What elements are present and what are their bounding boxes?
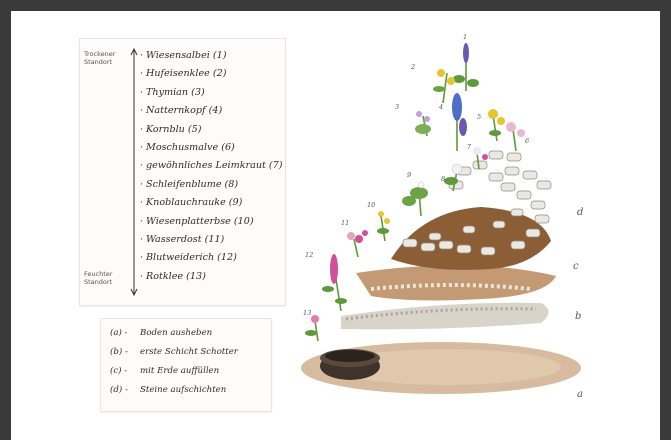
meadow-pea-icon — [377, 211, 390, 234]
illustration-frame: Trockener Standort ·Wiesensalbei (1) ·Hu… — [11, 11, 660, 440]
plant-number: 12 — [305, 251, 313, 259]
cornflower-icon — [488, 109, 505, 136]
plant-number: 6 — [525, 137, 529, 145]
vipers-bugloss-icon — [452, 93, 467, 136]
plant-number: 9 — [407, 171, 411, 179]
horseshoe-vetch-icon — [433, 69, 455, 92]
hemp-agrimony-icon — [347, 230, 368, 243]
thyme-icon — [415, 111, 431, 134]
plant-number: 7 — [467, 143, 472, 151]
layer-label-d: d — [577, 207, 583, 218]
garlic-mustard-icon — [402, 182, 428, 206]
plant-number: 10 — [367, 201, 375, 209]
plant-number: 8 — [441, 175, 445, 183]
soil-layer — [356, 265, 556, 300]
plant-number: 13 — [303, 309, 311, 317]
loosestrife-icon — [322, 254, 347, 304]
plant-number: 1 — [463, 33, 467, 41]
plant-number: 4 — [438, 103, 443, 111]
herb-spiral-illustration: 1 2 3 4 5 6 7 8 9 10 11 12 13 d c b a — [11, 11, 660, 440]
musk-mallow-icon — [506, 122, 525, 137]
plant-number: 3 — [395, 103, 399, 111]
red-clover-icon — [305, 315, 319, 336]
stone-spiral-soil — [391, 207, 551, 270]
layer-label-a: a — [577, 389, 583, 400]
plant-number: 2 — [410, 63, 415, 71]
campion-icon — [473, 147, 488, 160]
plant-number: 11 — [341, 219, 349, 227]
layer-label-b: b — [575, 311, 581, 322]
plant-number: 5 — [477, 113, 481, 121]
layer-label-c: c — [573, 261, 579, 272]
